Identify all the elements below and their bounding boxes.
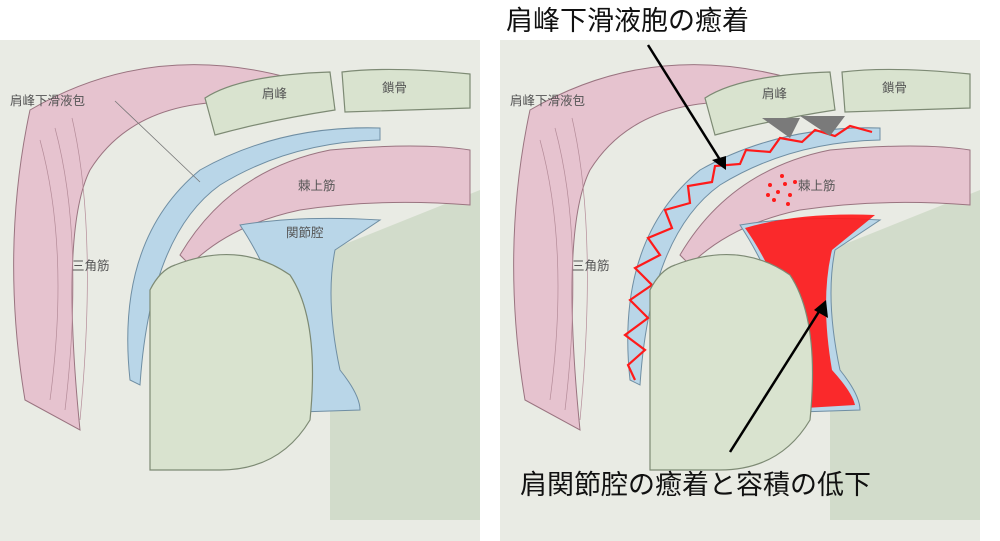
subacromial-bursa <box>127 127 381 386</box>
supraspinatus-muscle <box>179 145 471 266</box>
supraspinatus-label: 棘上筋 <box>298 178 336 193</box>
normal-shoulder-panel: 肩峰下滑液包 肩峰 鎖骨 棘上筋 関節腔 三角筋 <box>0 0 480 541</box>
clavicle-bone <box>341 68 471 113</box>
supraspinatus-label: 棘上筋 <box>798 178 836 193</box>
supraspinatus-speckle-adhesion <box>766 174 797 206</box>
bursa-label: 肩峰下滑液包 <box>510 93 585 108</box>
acromion-bone <box>704 71 836 136</box>
deltoid-striations <box>39 117 88 421</box>
deltoid-label: 三角筋 <box>72 258 110 273</box>
acromion-label: 肩峰 <box>762 86 788 101</box>
bursa-label: 肩峰下滑液包 <box>10 93 85 108</box>
supraspinatus-muscle <box>679 145 971 266</box>
joint-adhesion-annotation: 肩関節腔の癒着と容積の低下 <box>520 470 871 501</box>
bursa-leader <box>114 100 201 183</box>
bursa-adhesion-zigzag <box>623 124 873 381</box>
clavicle-bone <box>841 68 971 113</box>
clavicle-label: 鎖骨 <box>382 80 407 95</box>
joint-cavity-label: 関節腔 <box>286 225 324 240</box>
bursa-adhesion-annotation: 肩峰下滑液胞の癒着 <box>506 6 749 37</box>
compression-arrows <box>762 116 845 138</box>
acromion-bone <box>204 71 336 136</box>
deltoid-muscle <box>513 64 791 431</box>
deltoid-muscle <box>13 64 291 431</box>
scapula-shape <box>330 190 480 520</box>
deltoid-striations <box>539 117 588 421</box>
adhesion-shoulder-panel: 肩峰下滑液包 肩峰 鎖骨 棘上筋 三角筋 肩峰下滑液胞の癒着 肩関節腔の癒着と容… <box>500 0 980 541</box>
joint-adhesion-arrow <box>728 300 828 453</box>
joint-cavity-adhesion <box>745 214 875 408</box>
subacromial-bursa <box>627 127 881 386</box>
humeral-head <box>649 253 814 471</box>
acromion-label: 肩峰 <box>262 86 288 101</box>
bursa-adhesion-arrow <box>646 44 726 170</box>
scapula-shape <box>830 190 980 520</box>
clavicle-label: 鎖骨 <box>882 80 907 95</box>
deltoid-label: 三角筋 <box>572 258 610 273</box>
humeral-head <box>149 253 314 471</box>
